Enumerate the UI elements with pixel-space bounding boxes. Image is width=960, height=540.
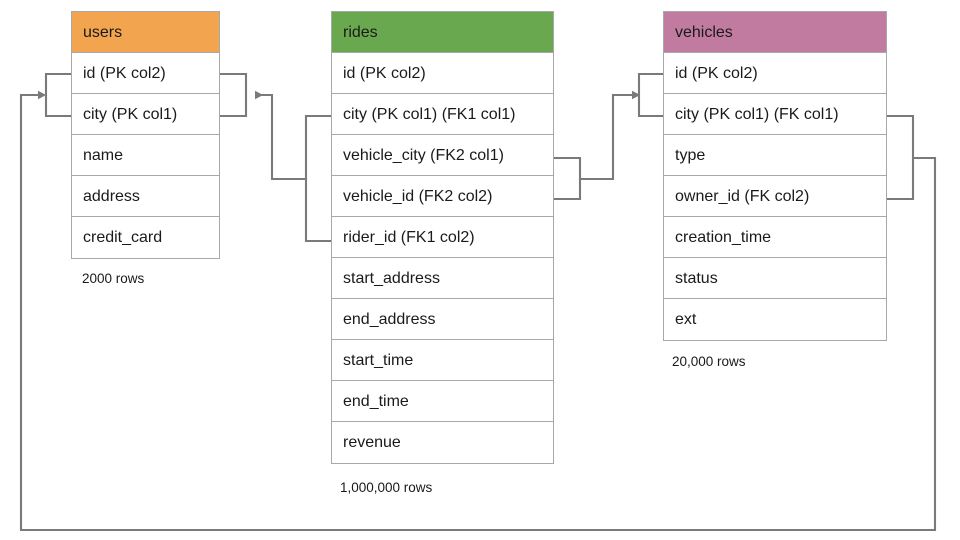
connector-rides-to-users — [255, 90, 306, 181]
table-rides-column-vehicle-city[interactable]: vehicle_city (FK2 col1) — [332, 135, 553, 176]
table-vehicles-column-creation-time[interactable]: creation_time — [664, 217, 886, 258]
table-vehicles-title: vehicles — [664, 12, 886, 53]
table-users-column-id[interactable]: id (PK col2) — [72, 53, 219, 94]
connector-rides-left-bracket — [304, 114, 331, 243]
table-vehicles-column-id[interactable]: id (PK col2) — [664, 53, 886, 94]
table-rides-title: rides — [332, 12, 553, 53]
table-rides-column-end-time[interactable]: end_time — [332, 381, 553, 422]
table-vehicles-column-type[interactable]: type — [664, 135, 886, 176]
table-rides-column-revenue[interactable]: revenue — [332, 422, 553, 463]
table-rides-column-vehicle-id[interactable]: vehicle_id (FK2 col2) — [332, 176, 553, 217]
connector-users-left-bracket — [44, 72, 71, 118]
connector-vehicles-left-bracket — [637, 72, 663, 118]
table-rides[interactable]: rides id (PK col2) city (PK col1) (FK1 c… — [331, 11, 554, 464]
table-users-column-city[interactable]: city (PK col1) — [72, 94, 219, 135]
table-vehicles-column-ext[interactable]: ext — [664, 299, 886, 340]
table-rides-column-end-address[interactable]: end_address — [332, 299, 553, 340]
table-rides-column-city[interactable]: city (PK col1) (FK1 col1) — [332, 94, 553, 135]
table-rides-column-start-time[interactable]: start_time — [332, 340, 553, 381]
table-rides-column-rider-id[interactable]: rider_id (FK1 col2) — [332, 217, 553, 258]
table-users-column-credit-card[interactable]: credit_card — [72, 217, 219, 258]
table-vehicles-column-owner-id[interactable]: owner_id (FK col2) — [664, 176, 886, 217]
table-rides-column-id[interactable]: id (PK col2) — [332, 53, 553, 94]
table-users[interactable]: users id (PK col2) city (PK col1) name a… — [71, 11, 220, 259]
table-vehicles-column-status[interactable]: status — [664, 258, 886, 299]
table-users-column-name[interactable]: name — [72, 135, 219, 176]
table-rides-column-start-address[interactable]: start_address — [332, 258, 553, 299]
table-rides-row-count: 1,000,000 rows — [340, 480, 433, 495]
table-users-row-count: 2000 rows — [82, 271, 145, 286]
table-vehicles-row-count: 20,000 rows — [672, 354, 746, 369]
connector-rides-right-bracket — [554, 156, 582, 201]
table-users-column-address[interactable]: address — [72, 176, 219, 217]
connector-users-right-bracket — [220, 72, 248, 118]
table-users-title: users — [72, 12, 219, 53]
table-vehicles-column-city[interactable]: city (PK col1) (FK col1) — [664, 94, 886, 135]
table-vehicles[interactable]: vehicles id (PK col2) city (PK col1) (FK… — [663, 11, 887, 341]
connector-rides-to-vehicles — [580, 90, 641, 181]
connector-vehicles-right-bracket — [887, 114, 915, 201]
